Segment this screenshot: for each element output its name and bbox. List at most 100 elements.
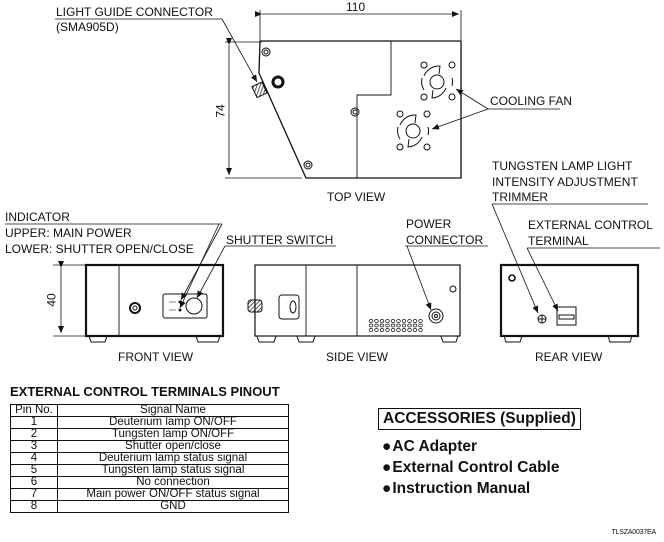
light-guide-connector-label: LIGHT GUIDE CONNECTOR <box>56 5 213 19</box>
external-control-label-2: TERMINAL <box>528 234 589 248</box>
signal-name: Tungsten lamp ON/OFF <box>57 428 289 441</box>
pin-number: 6 <box>10 476 58 489</box>
width-dimension: 110 <box>346 0 366 14</box>
vent-hole <box>396 319 401 323</box>
front-view-title: FRONT VIEW <box>118 350 194 364</box>
vent-hole <box>418 323 423 328</box>
vent-hole <box>374 319 379 323</box>
depth-dimension: 74 <box>213 104 228 118</box>
vent-hole <box>390 328 396 332</box>
signal-name: Deuterium lamp status signal <box>57 452 289 465</box>
vent-hole <box>379 319 385 323</box>
vent-hole <box>418 319 423 323</box>
vent-holes <box>368 319 423 332</box>
list-item: ●AC Adapter <box>382 436 559 457</box>
bullet-icon: ● <box>382 480 392 497</box>
pin-number: 7 <box>10 488 58 501</box>
accessories-title: ACCESSORIES (Supplied) <box>378 408 581 430</box>
rear-view-drawing <box>491 203 660 343</box>
signal-name: No connection <box>57 476 289 489</box>
side-view-title: SIDE VIEW <box>326 350 389 364</box>
rear-view-title: REAR VIEW <box>535 350 603 364</box>
vent-hole <box>368 319 374 323</box>
vent-hole <box>401 319 407 323</box>
pin-no-header: Pin No. <box>10 404 58 417</box>
vent-hole <box>407 319 412 323</box>
indicator-lower-label: LOWER: SHUTTER OPEN/CLOSE <box>5 242 194 256</box>
vent-hole <box>385 319 390 323</box>
pin-number: 8 <box>10 500 58 513</box>
indicator-label: INDICATOR <box>5 210 70 224</box>
pinout-title: EXTERNAL CONTROL TERMINALS PINOUT <box>10 384 280 399</box>
pin-number: 5 <box>10 464 58 477</box>
trimmer-label-2: INTENSITY ADJUSTMENT <box>492 175 638 189</box>
vent-hole <box>412 328 418 332</box>
cooling-fan-label: COOLING FAN <box>490 94 573 108</box>
figure-code: TLSZA0037EA <box>611 529 657 536</box>
vent-hole <box>385 328 390 332</box>
vent-hole <box>401 328 407 332</box>
light-guide-connector-type: (SMA905D) <box>56 20 119 34</box>
signal-name: Main power ON/OFF status signal <box>57 488 289 501</box>
front-view-drawing <box>5 223 336 343</box>
external-control-label-1: EXTERNAL CONTROL <box>528 218 653 232</box>
bullet-icon: ● <box>382 438 392 455</box>
bullet-icon: ● <box>382 459 392 476</box>
vent-hole <box>368 323 374 328</box>
vent-hole <box>379 323 385 328</box>
vent-hole <box>374 323 379 328</box>
vent-hole <box>418 328 423 332</box>
trimmer-label-3: TRIMMER <box>492 190 548 204</box>
vent-hole <box>390 319 396 323</box>
vent-hole <box>412 319 418 323</box>
vent-hole <box>407 323 412 328</box>
list-item: ●Instruction Manual <box>382 478 559 499</box>
vent-hole <box>407 328 412 332</box>
shutter-switch-label: SHUTTER SWITCH <box>226 233 334 247</box>
pin-number: 2 <box>10 428 58 441</box>
accessories-list: ●AC Adapter●External Control Cable●Instr… <box>382 436 559 499</box>
vent-hole <box>374 328 379 332</box>
signal-name-header: Signal Name <box>57 404 289 417</box>
list-item: ●External Control Cable <box>382 457 559 478</box>
pin-number: 1 <box>10 416 58 429</box>
cooling-fan-1-icon <box>420 61 456 101</box>
pin-number: 4 <box>10 452 58 465</box>
signal-name: Deuterium lamp ON/OFF <box>57 416 289 429</box>
accessory-name: External Control Cable <box>392 459 560 476</box>
top-view-title: TOP VIEW <box>327 190 386 204</box>
vent-hole <box>390 323 396 328</box>
vent-hole <box>368 328 374 332</box>
pinout-header-row: Pin No. Signal Name <box>10 404 289 417</box>
accessory-name: Instruction Manual <box>392 480 531 497</box>
vent-hole <box>385 323 390 328</box>
vent-hole <box>396 323 401 328</box>
cooling-fan-2-icon <box>396 110 431 151</box>
trimmer-label-1: TUNGSTEN LAMP LIGHT <box>492 159 633 173</box>
pin-number: 3 <box>10 440 58 453</box>
top-view-drawing <box>55 10 560 179</box>
signal-name: Shutter open/close <box>57 440 289 453</box>
vent-hole <box>412 323 418 328</box>
power-connector-label: POWER <box>406 217 452 231</box>
side-view-drawing <box>247 245 488 343</box>
indicator-upper-label: UPPER: MAIN POWER <box>5 226 132 240</box>
vent-hole <box>401 323 407 328</box>
height-dimension: 40 <box>44 293 59 307</box>
signal-name: Tungsten lamp status signal <box>57 464 289 477</box>
vent-hole <box>379 328 385 332</box>
power-connector-label-2: CONNECTOR <box>406 233 484 247</box>
accessory-name: AC Adapter <box>392 438 478 455</box>
signal-name: GND <box>57 500 289 513</box>
